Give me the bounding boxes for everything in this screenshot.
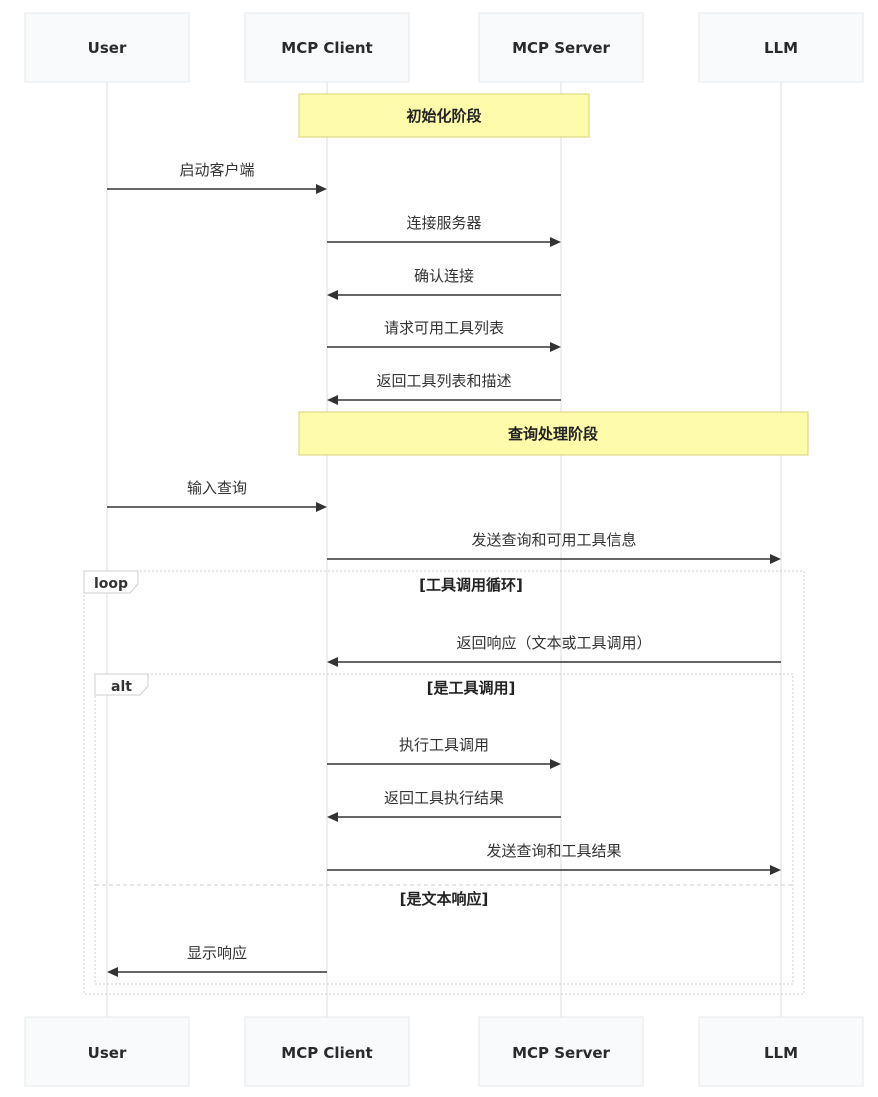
message-label: 发送查询和工具结果 <box>486 842 621 860</box>
alt-frame: alt [是工具调用] [是文本响应] <box>94 673 794 985</box>
actor-llm-bottom: LLM <box>698 1016 864 1087</box>
message-return-response: 返回响应（文本或工具调用） <box>327 634 781 667</box>
message-start-client: 启动客户端 <box>107 161 327 194</box>
note-label: 初始化阶段 <box>406 107 481 125</box>
message-send-query: 发送查询和可用工具信息 <box>327 531 781 564</box>
message-label: 启动客户端 <box>179 161 254 179</box>
arrow-head <box>550 342 561 352</box>
note-query-phase: 查询处理阶段 <box>298 411 809 456</box>
message-show-response: 显示响应 <box>107 944 327 977</box>
arrow-head <box>327 395 338 405</box>
actor-label: MCP Server <box>512 39 610 57</box>
message-label: 执行工具调用 <box>399 736 489 754</box>
alt-frame-else-condition: [是文本响应] <box>400 890 489 908</box>
actor-label: User <box>88 1044 127 1062</box>
loop-frame-border <box>83 570 805 995</box>
loop-frame: loop [工具调用循环] <box>83 570 805 995</box>
actor-label: MCP Server <box>512 1044 610 1062</box>
note-init-phase: 初始化阶段 <box>298 93 590 138</box>
alt-frame-condition: [是工具调用] <box>427 679 516 697</box>
alt-frame-label: alt <box>111 679 132 695</box>
message-label: 确认连接 <box>414 267 474 285</box>
loop-frame-condition: [工具调用循环] <box>419 576 523 594</box>
message-label: 返回工具执行结果 <box>384 789 504 807</box>
actor-mcp-server-bottom: MCP Server <box>478 1016 644 1087</box>
actor-label: MCP Client <box>281 1044 372 1062</box>
actor-mcp-client-top: MCP Client <box>244 12 410 83</box>
actor-llm-top: LLM <box>698 12 864 83</box>
message-return-tools: 返回工具列表和描述 <box>327 372 561 405</box>
alt-frame-border <box>94 673 794 985</box>
arrow-head <box>327 812 338 822</box>
message-label: 输入查询 <box>187 479 247 497</box>
actor-mcp-server-top: MCP Server <box>478 12 644 83</box>
arrow-head <box>316 184 327 194</box>
actor-mcp-client-bottom: MCP Client <box>244 1016 410 1087</box>
message-return-result: 返回工具执行结果 <box>327 789 561 822</box>
arrow-head <box>327 290 338 300</box>
arrow-head <box>770 554 781 564</box>
arrow-head <box>550 759 561 769</box>
actor-label: LLM <box>764 1044 798 1062</box>
message-label: 连接服务器 <box>406 214 481 232</box>
actor-user-bottom: User <box>24 1016 190 1087</box>
message-send-result: 发送查询和工具结果 <box>327 842 781 875</box>
message-confirm-connect: 确认连接 <box>327 267 561 300</box>
note-label: 查询处理阶段 <box>508 425 598 443</box>
alt-frame-tag <box>94 673 149 696</box>
actor-label: MCP Client <box>281 39 372 57</box>
message-label: 请求可用工具列表 <box>384 319 504 337</box>
actor-user-top: User <box>24 12 190 83</box>
arrow-head <box>316 502 327 512</box>
message-label: 显示响应 <box>187 944 247 962</box>
arrow-head <box>107 967 118 977</box>
message-exec-tool: 执行工具调用 <box>327 736 561 769</box>
actor-label: User <box>88 39 127 57</box>
arrow-head <box>770 865 781 875</box>
message-label: 返回响应（文本或工具调用） <box>456 634 651 652</box>
message-request-tools: 请求可用工具列表 <box>327 319 561 352</box>
message-connect-server: 连接服务器 <box>327 214 561 247</box>
loop-frame-label: loop <box>94 576 128 592</box>
actor-label: LLM <box>764 39 798 57</box>
message-label: 返回工具列表和描述 <box>376 372 511 390</box>
arrow-head <box>327 657 338 667</box>
message-input-query: 输入查询 <box>107 479 327 512</box>
arrow-head <box>550 237 561 247</box>
message-label: 发送查询和可用工具信息 <box>471 531 636 549</box>
loop-frame-tag <box>83 570 139 594</box>
